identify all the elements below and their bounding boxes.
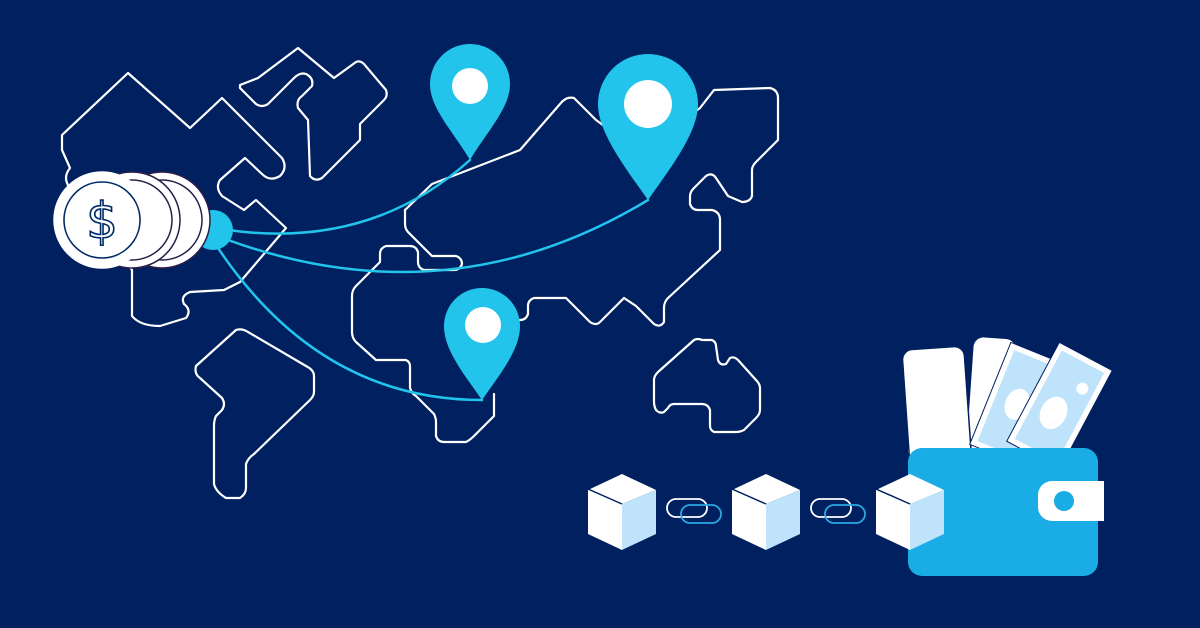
continent-europe-coast bbox=[350, 208, 496, 444]
block-cube-2 bbox=[731, 474, 800, 550]
chain-link-1 bbox=[666, 498, 722, 524]
route-to-europe bbox=[226, 158, 472, 235]
coin-front: $ bbox=[53, 171, 151, 269]
continent-australia bbox=[652, 337, 762, 434]
wallet bbox=[901, 337, 1113, 576]
route-to-india bbox=[216, 246, 484, 402]
continent-greenland bbox=[238, 46, 388, 181]
wallet-clasp bbox=[1038, 481, 1104, 521]
transfer-routes bbox=[216, 158, 650, 402]
world-map bbox=[60, 46, 780, 500]
location-pin-asia bbox=[598, 54, 698, 200]
location-pin-europe bbox=[430, 44, 510, 160]
chain-link-2 bbox=[810, 498, 866, 524]
location-pin-india bbox=[444, 288, 520, 400]
continent-eurasia bbox=[403, 86, 780, 327]
banknote-back bbox=[969, 341, 1066, 467]
block-cube-1 bbox=[587, 474, 656, 550]
dollar-sign-icon: $ bbox=[86, 192, 118, 250]
coin-stack: $ bbox=[53, 171, 211, 269]
continent-north-america bbox=[60, 71, 288, 328]
route-to-asia bbox=[226, 198, 650, 274]
continent-south-america bbox=[194, 328, 316, 500]
wallet-body bbox=[908, 448, 1098, 576]
block-cube-3 bbox=[875, 474, 944, 550]
blockchain bbox=[587, 474, 944, 550]
